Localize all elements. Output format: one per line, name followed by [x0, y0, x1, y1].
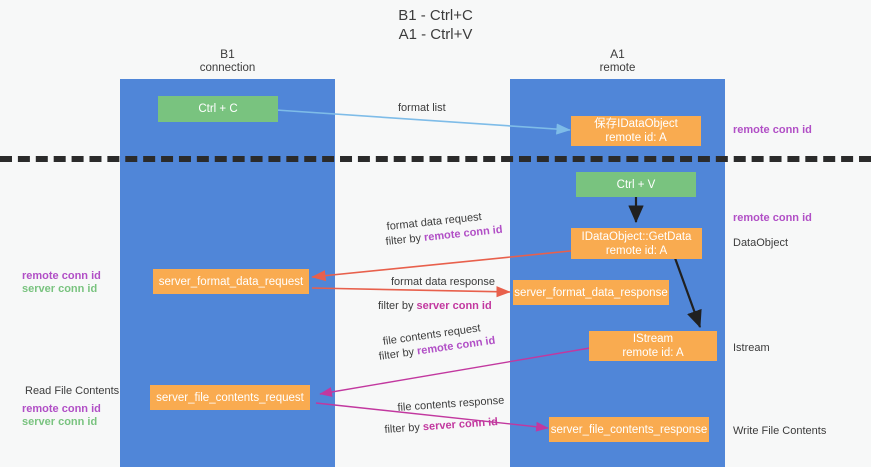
annotation-left-remote-conn-id-2: remote conn id — [22, 403, 101, 415]
node-fmt-req-label: server_format_data_request — [158, 275, 304, 288]
node-istream[interactable]: IStream remote id: A — [589, 331, 717, 361]
fdresp-filter-prefix: filter by — [378, 300, 417, 312]
lane-header-a1: A1 remote — [510, 47, 725, 75]
lane-header-b1-subtitle: connection — [199, 62, 256, 74]
edge-label-format-data-response: format data response — [391, 275, 495, 289]
node-getdata-line2: remote id: A — [605, 244, 668, 257]
annotation-right-remote-conn-id-top: remote conn id — [733, 124, 812, 136]
lane-header-a1-name: A1 — [610, 47, 625, 61]
fdresp-text: format data response — [391, 276, 495, 288]
node-file-resp-label: server_file_contents_response — [550, 423, 708, 436]
annotation-right-dataobject: DataObject — [733, 237, 789, 249]
fcresp-filter-prefix: filter by — [384, 421, 424, 436]
node-server-file-contents-request[interactable]: server_file_contents_request — [150, 385, 310, 410]
node-server-file-contents-response[interactable]: server_file_contents_response — [549, 417, 709, 442]
node-ctrl-v[interactable]: Ctrl + V — [576, 172, 696, 197]
node-ctrl-c-label: Ctrl + C — [198, 103, 238, 115]
node-idataobject-line2: remote id: A — [605, 132, 667, 144]
node-idataobject[interactable]: 保存IDataObject remote id: A — [571, 116, 701, 146]
title-line-2: A1 - Ctrl+V — [398, 26, 473, 43]
node-istream-line2: remote id: A — [622, 347, 684, 359]
annotation-right-remote-conn-id-mid: remote conn id — [733, 212, 812, 224]
lane-header-b1: B1 connection — [120, 47, 335, 75]
annotation-right-istream: Istream — [733, 342, 770, 354]
phase-divider — [0, 156, 871, 162]
edge-label-file-contents-response: file contents response — [397, 394, 505, 415]
lane-header-a1-subtitle: remote — [599, 62, 636, 74]
node-istream-line1: IStream — [632, 333, 674, 345]
annotation-left-server-conn-id-1: server conn id — [22, 283, 98, 295]
annotation-right-write-file-contents: Write File Contents — [733, 425, 827, 437]
edge-label-format-data-response-filter: filter by server conn id — [378, 299, 492, 313]
node-getdata-line1: IDataObject::GetData — [581, 230, 692, 243]
fdr-filter-prefix: filter by — [385, 231, 425, 248]
annotation-left-read-file-contents: Read File Contents — [25, 385, 120, 397]
fdresp-filter-key: server conn id — [416, 300, 492, 312]
node-ctrl-v-label: Ctrl + V — [616, 178, 656, 191]
lane-header-b1-name: B1 — [220, 47, 235, 61]
node-server-format-data-request[interactable]: server_format_data_request — [153, 269, 309, 294]
diagram-title: B1 - Ctrl+C A1 - Ctrl+V — [0, 6, 871, 44]
fcr-filter-prefix: filter by — [378, 345, 418, 363]
node-server-format-data-response[interactable]: server_format_data_response — [513, 280, 669, 305]
node-ctrl-c[interactable]: Ctrl + C — [158, 96, 278, 122]
edge-label-file-contents-response-filter: filter by server conn id — [384, 415, 498, 437]
node-idataobject-getdata[interactable]: IDataObject::GetData remote id: A — [571, 228, 702, 259]
annotation-left-remote-conn-id-1: remote conn id — [22, 270, 101, 282]
fcresp-text: file contents response — [397, 394, 505, 414]
edge-label-format-list: format list — [398, 102, 446, 114]
node-fmt-resp-label: server_format_data_response — [514, 286, 668, 299]
node-idataobject-line1: 保存IDataObject — [594, 118, 678, 130]
annotation-left-server-conn-id-2: server conn id — [22, 416, 98, 428]
node-file-req-label: server_file_contents_request — [156, 391, 304, 404]
fcresp-filter-key: server conn id — [422, 416, 499, 434]
title-line-1: B1 - Ctrl+C — [398, 7, 473, 24]
